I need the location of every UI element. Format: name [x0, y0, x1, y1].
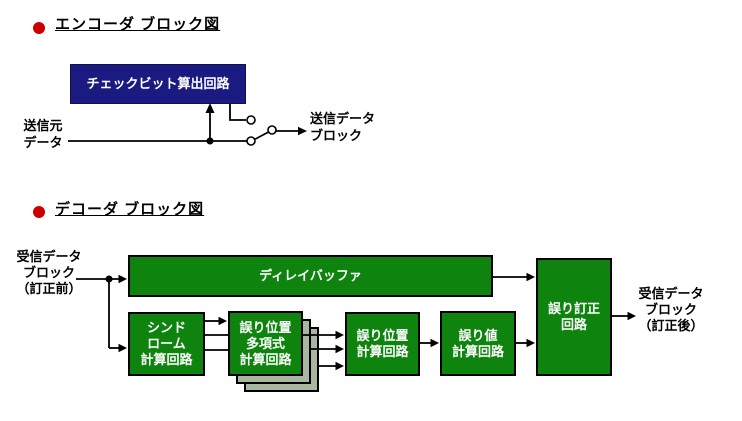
switch-contact-data-icon: [246, 136, 256, 146]
error-position-calculation-box: 誤り位置 計算回路: [345, 312, 420, 376]
encoder-junction-dot: [206, 137, 214, 145]
transmit-data-block-label: 送信データ ブロック: [310, 111, 376, 143]
check-bit-calculation-box: チェックビット算出回路: [70, 64, 246, 104]
right-arrowhead-icon: [335, 330, 344, 340]
red-bullet-icon: [33, 206, 45, 218]
right-arrowhead-icon: [335, 344, 344, 354]
source-data-label: 送信元 データ: [23, 118, 63, 150]
received-block-before-label: 受信データ ブロック （訂正前）: [16, 249, 82, 296]
delay-buffer-box: ディレイバッファ: [128, 255, 493, 297]
switch-contact-checkbit-icon: [246, 115, 256, 125]
check-bit-output-line: [229, 104, 246, 121]
right-arrowhead-icon: [335, 361, 344, 371]
decoder-section-title: デコーダ ブロック図: [55, 201, 205, 218]
error-locator-polynomial-box: 誤り位置 多項式 計算回路: [228, 311, 303, 376]
right-arrowhead-icon: [118, 274, 127, 284]
switch-blade-line: [254, 131, 269, 141]
switch-pivot-icon: [267, 125, 277, 135]
right-arrowhead-icon: [526, 272, 535, 282]
error-value-calculation-box: 誤り値 計算回路: [440, 311, 516, 376]
right-arrowhead-icon: [526, 338, 535, 348]
right-arrowhead-icon: [218, 316, 227, 326]
red-bullet-icon: [33, 22, 45, 34]
right-arrowhead-icon: [430, 338, 439, 348]
error-correction-box: 誤り訂正 回路: [536, 258, 612, 376]
right-arrowhead-icon: [298, 126, 307, 136]
received-block-after-label: 受信データ ブロック （訂正後）: [638, 286, 704, 333]
syndrome-calculation-box: シンド ローム 計算回路: [128, 312, 205, 376]
up-arrowhead-icon: [205, 103, 215, 113]
encoder-section-title: エンコーダ ブロック図: [55, 16, 221, 33]
decoder-junction-dot: [105, 275, 113, 283]
right-arrowhead-icon: [118, 343, 127, 353]
